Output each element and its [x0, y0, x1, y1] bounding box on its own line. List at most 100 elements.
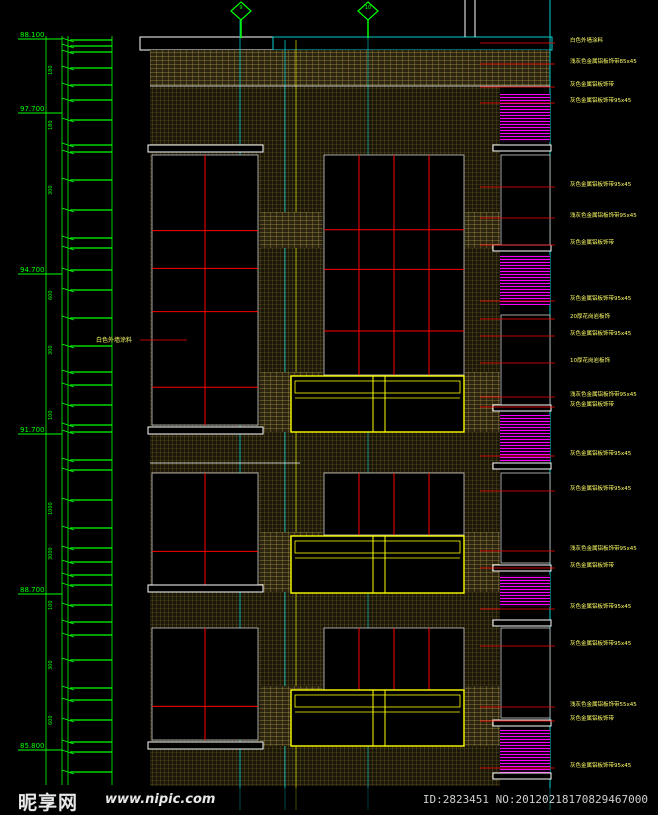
parapet-band — [272, 36, 553, 51]
annotation-text-5: 浅灰色金属铝板饰带95x45 — [570, 211, 637, 219]
annotation-text-20: 灰色金属铝板饰带 — [570, 714, 615, 722]
annotation-text-8: 20厚花岗岩板饰 — [570, 312, 610, 320]
parapet-cap — [139, 36, 274, 51]
elevation-label-4: 88.700 — [20, 586, 45, 594]
watermark-site: www.nipic.com — [105, 792, 216, 807]
annotation-text-3: 灰色金属铝板饰带95x45 — [570, 96, 632, 104]
dimension-tick-mark-20 — [61, 422, 75, 428]
dimension-label-10: 600 — [48, 715, 54, 725]
dimension-tick-mark-21 — [61, 429, 75, 435]
dimension-tick-mark-13 — [61, 267, 75, 273]
annotation-text-18: 灰色金属铝板饰带95x45 — [570, 639, 632, 647]
dimension-tick-mark-3 — [61, 65, 75, 71]
window-right-3 — [500, 472, 551, 564]
dimension-label-2: 300 — [48, 185, 54, 195]
dimension-tick-mark-23 — [61, 467, 75, 473]
watermark-logo: 昵享网 — [18, 792, 79, 814]
dimension-label-7: 3000 — [48, 547, 54, 560]
dimension-tick-mark-30 — [61, 602, 75, 608]
dimension-label-9: 300 — [48, 660, 54, 670]
stone-band-right-2 — [465, 532, 500, 592]
dimension-label-0: 180 — [48, 65, 54, 75]
balcony-rail-1 — [294, 540, 461, 554]
annotation-text-15: 浅灰色金属铝板饰带95x45 — [570, 544, 637, 552]
annotation-text-10: 10厚花岗岩板饰 — [570, 356, 610, 364]
window-right-2 — [500, 314, 551, 406]
balcony-rail-0 — [294, 380, 461, 394]
dimension-tick-mark-33 — [61, 657, 75, 663]
dimension-tick-mark-17 — [61, 369, 75, 375]
annotation-text-14: 灰色金属铝板饰带95x45 — [570, 484, 632, 492]
watermark-bar: 昵享网 www.nipic.com ID:2823451 NO:20120218… — [0, 788, 658, 814]
balcony-2 — [290, 689, 465, 747]
elevation-label-1: 97.700 — [20, 105, 45, 113]
axis-marker-10: 10 — [357, 1, 379, 38]
dimension-tick-mark-28 — [61, 572, 75, 578]
dimension-tick-mark-29 — [61, 582, 75, 588]
left-annotation: 白色外墙涂料 — [96, 336, 187, 344]
dimension-tick-mark-31 — [61, 619, 75, 625]
annotation-text-19: 浅灰色金属铝板饰带55x45 — [570, 700, 637, 708]
dimension-tick-mark-6 — [61, 117, 75, 123]
elevation-label-3: 91.700 — [20, 426, 45, 434]
dimension-tick-mark-1 — [61, 43, 75, 49]
slab-left-3 — [147, 741, 264, 750]
axis-marker-9: 9 — [230, 1, 252, 38]
dimension-tick-mark-4 — [61, 82, 75, 88]
annotation-text-2: 灰色金属铝板饰带 — [570, 80, 615, 88]
dimension-tick-mark-11 — [61, 235, 75, 241]
window-right-4 — [500, 627, 551, 719]
annotation-text-9: 灰色金属铝板饰带95x45 — [570, 329, 632, 337]
dimension-tick-mark-22 — [61, 457, 75, 463]
axis-marker-10-label: 10 — [365, 5, 371, 11]
dimension-tick-mark-2 — [61, 49, 75, 55]
dimension-tick-mark-37 — [61, 739, 75, 745]
balcony-1 — [290, 535, 465, 594]
dimension-tick-mark-14 — [61, 287, 75, 293]
slab-left-0 — [147, 144, 264, 153]
slab-right-1 — [492, 244, 552, 252]
dimension-tick-mark-26 — [61, 545, 75, 551]
slab-left-1 — [147, 426, 264, 435]
stone-band-right-1 — [465, 372, 500, 432]
dimension-chain — [45, 36, 113, 785]
dimension-tick-mark-32 — [61, 632, 75, 638]
annotation-text-21: 灰色金属铝板饰带95x45 — [570, 761, 632, 769]
annotation-text-17: 灰色金属铝板饰带95x45 — [570, 602, 632, 610]
annotation-text-4: 灰色金属铝板饰带95x45 — [570, 180, 632, 188]
slab-right-6 — [492, 719, 552, 727]
dimension-tick-mark-24 — [61, 497, 75, 503]
building-facade — [139, 0, 553, 810]
window-right-1 — [500, 154, 551, 246]
slab-right-5 — [492, 619, 552, 627]
dimension-tick-mark-34 — [61, 685, 75, 691]
dimension-tick-mark-9 — [61, 177, 75, 183]
vent-4 — [500, 730, 550, 775]
vent-1 — [500, 255, 550, 305]
dimension-tick-mark-12 — [61, 245, 75, 251]
annotation-text-12: 灰色金属铝板饰带 — [570, 400, 615, 408]
annotation-text-1: 浅灰色金属铝板饰带85x45 — [570, 57, 637, 65]
dimension-label-3: 600 — [48, 290, 54, 300]
annotation-text-11: 浅灰色金属铝板饰带95x45 — [570, 390, 637, 398]
elevation-label-0: 88.100 — [20, 31, 45, 39]
annotation-text-13: 灰色金属铝板饰带95x45 — [570, 449, 632, 457]
annotation-text-0: 白色外墙涂料 — [570, 36, 604, 44]
vent-3 — [500, 575, 550, 607]
slab-left-2 — [147, 584, 264, 593]
dimension-tick-mark-8 — [61, 149, 75, 155]
vent-2 — [500, 415, 550, 465]
left-annotation-text: 白色外墙涂料 — [96, 336, 132, 344]
dimension-tick-mark-25 — [61, 525, 75, 531]
balcony-0 — [290, 375, 465, 433]
dimension-tick-mark-0 — [61, 37, 75, 43]
elevation-label-2: 94.700 — [20, 266, 45, 274]
elevation-label-5: 85.800 — [20, 742, 45, 750]
dimension-tick-mark-16 — [61, 343, 75, 349]
dimension-label-8: 100 — [48, 600, 54, 610]
stone-band-left-0 — [260, 212, 322, 248]
dimension-tick-mark-7 — [61, 142, 75, 148]
dimension-tick-mark-15 — [61, 315, 75, 321]
stone-band-right-0 — [465, 212, 500, 248]
dimension-label-1: 180 — [48, 120, 54, 130]
